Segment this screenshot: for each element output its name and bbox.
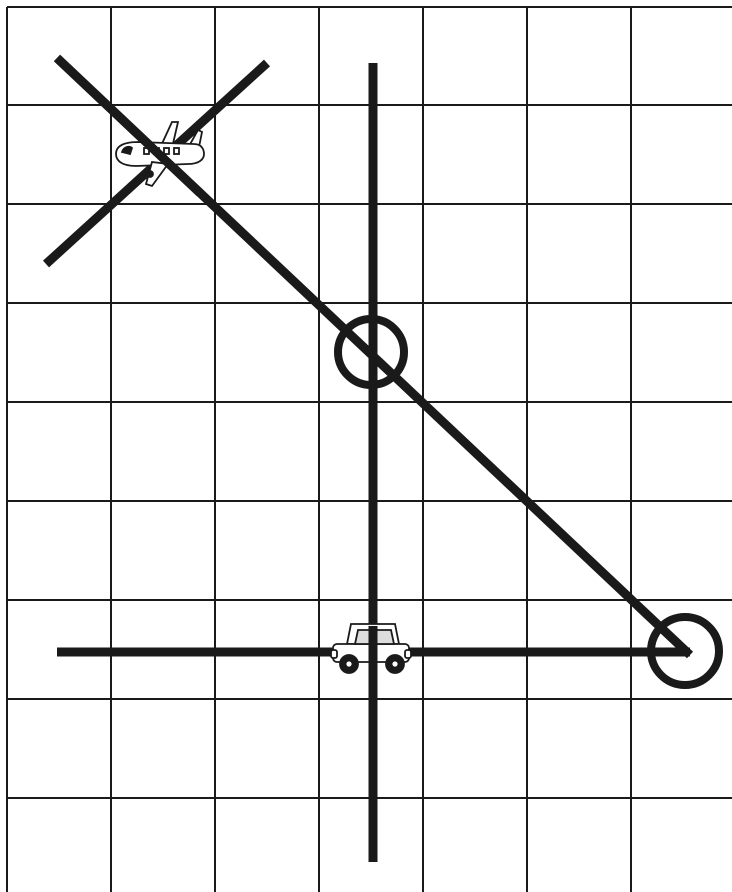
x-mark-stroke [57, 58, 200, 193]
